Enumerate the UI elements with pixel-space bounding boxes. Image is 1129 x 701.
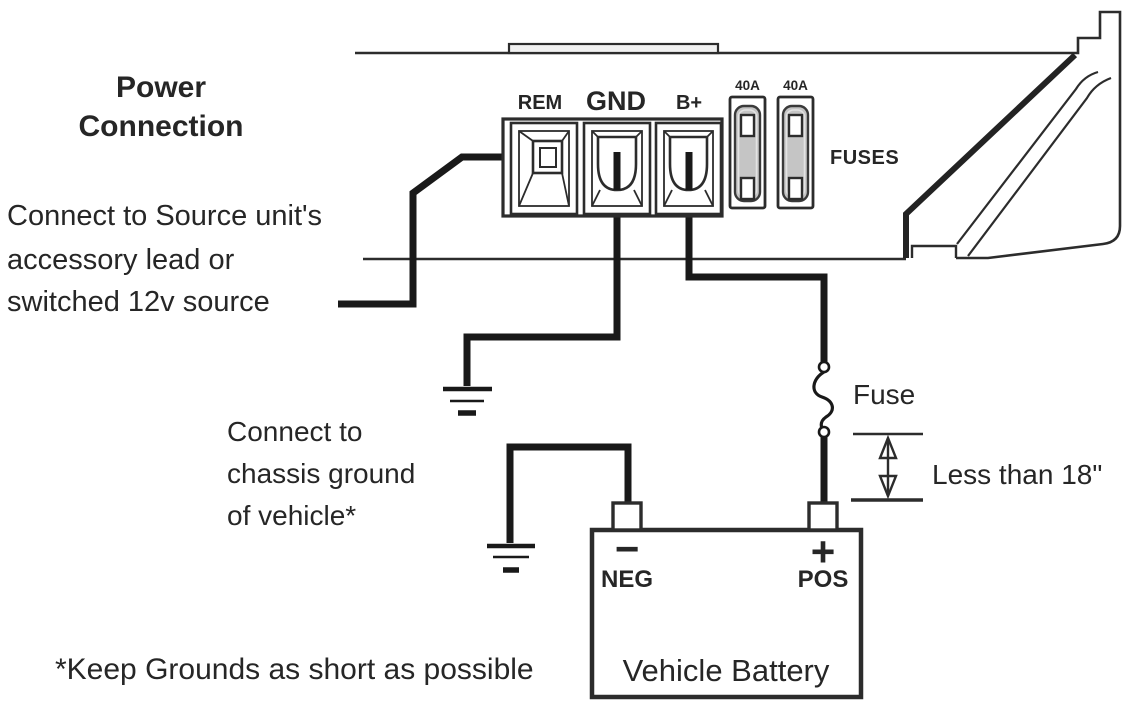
bplus-terminal-label: B+ — [676, 92, 702, 114]
diagram-title-line-1: Power — [116, 71, 206, 104]
fuse-2-blade-bottom — [787, 176, 804, 201]
ground-symbol-gnd — [443, 386, 492, 416]
vehicle-battery — [589, 501, 864, 700]
battery-neg-label: NEG — [601, 566, 653, 593]
fuse-distance-label: Less than 18" — [932, 459, 1102, 490]
amp-bottom-notch — [910, 244, 958, 258]
amp-wedge-groove-1 — [956, 70, 1099, 245]
battery-neg-symbol: − — [615, 525, 640, 572]
measure-arrowhead-up — [878, 434, 898, 460]
distance-measurement — [851, 432, 923, 502]
fuse-1-blade-bottom — [739, 176, 756, 201]
battery-neg-post — [611, 501, 643, 532]
source-unit-note-line-2: accessory lead or — [7, 244, 235, 276]
amplifier-chassis — [355, 10, 1122, 261]
ground-symbol-chassis — [487, 543, 535, 573]
fuse-1-rating-label: 40A — [735, 78, 760, 93]
battery-pos-label: POS — [798, 566, 849, 593]
fuse-node-top — [817, 360, 831, 374]
wires — [338, 153, 828, 543]
battery-pos-symbol: + — [811, 528, 836, 575]
vehicle-battery-label: Vehicle Battery — [623, 653, 830, 688]
fuse-node-bottom — [817, 425, 831, 439]
rem-terminal-label: REM — [518, 92, 562, 114]
amp-top-ridge — [507, 42, 720, 55]
rem-terminal — [509, 121, 579, 216]
fuses-label: FUSES — [830, 147, 899, 169]
amp-wedge-dark-edge — [903, 52, 1078, 258]
source-unit-note-line-1: Connect to Source unit's — [7, 200, 322, 232]
measure-arrowhead-down — [878, 474, 898, 500]
rem-wire — [338, 153, 549, 308]
battery-pos-post — [807, 501, 839, 532]
fuse-2 — [776, 95, 815, 210]
fuse-2-rating-label: 40A — [783, 78, 808, 93]
fuse-2-blade-top — [787, 113, 804, 138]
source-unit-note-line-3: switched 12v source — [7, 286, 270, 318]
terminal-block — [501, 117, 724, 218]
chassis-ground-note-line-2: chassis ground — [227, 458, 415, 489]
fuse-1-blade-top — [739, 113, 756, 138]
fuse-squiggle — [812, 370, 834, 433]
diagram-title-line-2: Connection — [79, 110, 244, 143]
fuse-annotation-label: Fuse — [853, 379, 915, 410]
battery-box — [589, 527, 864, 700]
bplus-wire-upper — [685, 170, 828, 363]
amp-wedge-groove-2 — [967, 76, 1112, 257]
footnote-label: *Keep Grounds as short as possible — [55, 653, 534, 686]
fuse-1 — [728, 95, 767, 210]
inline-fuse-symbol — [812, 360, 834, 439]
gnd-terminal-label: GND — [586, 86, 646, 116]
amp-corner-outline — [956, 10, 1122, 260]
chassis-ground-note-line-1: Connect to — [227, 416, 362, 447]
gnd-wire — [463, 170, 621, 386]
chassis-ground-note-line-3: of vehicle* — [227, 500, 356, 531]
neg-ground-wire — [506, 443, 632, 543]
